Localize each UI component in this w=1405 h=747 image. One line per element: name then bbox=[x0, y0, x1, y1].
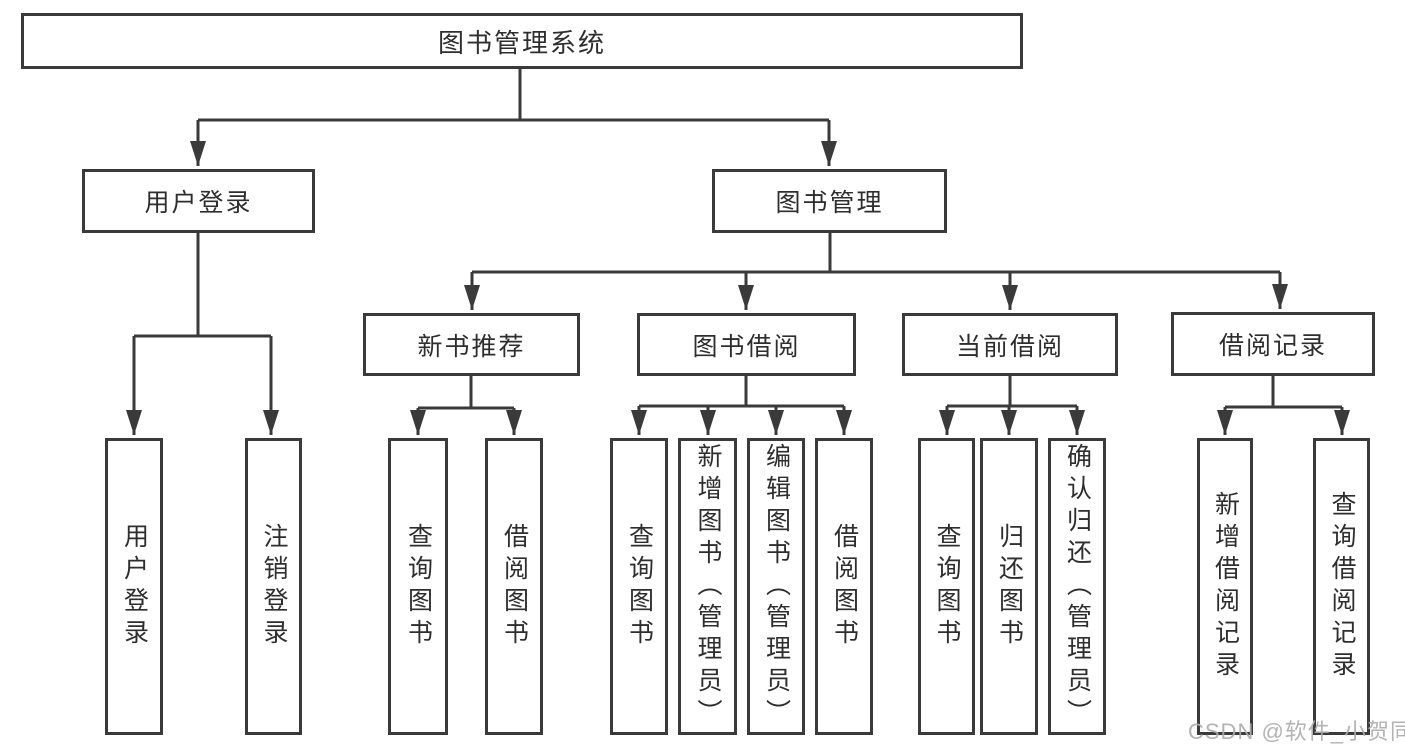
node-label: 图书管理系统 bbox=[437, 27, 606, 58]
node-label: 注销登录 bbox=[260, 522, 288, 651]
node-label: 借阅记录 bbox=[1218, 332, 1327, 360]
node-label: 归还图书 bbox=[995, 522, 1024, 651]
node-book-borrowing: 图书借阅 bbox=[637, 313, 856, 376]
node-current-borrowing: 当前借阅 bbox=[902, 313, 1118, 376]
leaf-borrow-book-borrowing: 借阅图书 bbox=[815, 438, 873, 735]
node-label: 用户登录 bbox=[144, 189, 253, 217]
leaf-query-borrow-record: 查询借阅记录 bbox=[1313, 438, 1370, 735]
node-book-management: 图书管理 bbox=[712, 169, 947, 233]
node-new-book-recommend: 新书推荐 bbox=[363, 313, 580, 376]
node-label: 确认归还（管理员） bbox=[1063, 442, 1092, 731]
node-library-management-system: 图书管理系统 bbox=[21, 13, 1023, 69]
leaf-query-book-recommend: 查询图书 bbox=[388, 438, 448, 735]
leaf-confirm-return-admin: 确认归还（管理员） bbox=[1048, 438, 1106, 735]
csdn-watermark: CSDN @软件_小贺同学 bbox=[1188, 719, 1405, 744]
node-borrowing-records: 借阅记录 bbox=[1171, 312, 1375, 376]
leaf-query-book-borrowing: 查询图书 bbox=[610, 438, 668, 735]
node-label: 借阅图书 bbox=[830, 522, 859, 651]
leaf-add-borrow-record: 新增借阅记录 bbox=[1197, 438, 1253, 735]
node-label: 查询图书 bbox=[933, 522, 961, 651]
leaf-query-book-current: 查询图书 bbox=[918, 438, 975, 735]
leaf-return-book: 归还图书 bbox=[980, 438, 1038, 735]
leaf-add-book-admin: 新增图书（管理员） bbox=[678, 438, 737, 735]
node-label: 用户登录 bbox=[120, 522, 149, 651]
node-label: 查询图书 bbox=[625, 522, 654, 651]
leaf-edit-book-admin: 编辑图书（管理员） bbox=[747, 438, 805, 735]
node-label: 查询借阅记录 bbox=[1328, 490, 1356, 683]
node-label: 新增图书（管理员） bbox=[694, 442, 722, 731]
node-label: 查询图书 bbox=[404, 522, 433, 651]
node-label: 图书借阅 bbox=[692, 332, 801, 361]
node-label: 编辑图书（管理员） bbox=[762, 442, 791, 731]
node-label: 新增借阅记录 bbox=[1211, 490, 1240, 683]
node-label: 图书管理 bbox=[775, 189, 884, 217]
node-user-login: 用户登录 bbox=[82, 169, 315, 233]
leaf-logout: 注销登录 bbox=[245, 438, 302, 735]
node-label: 新书推荐 bbox=[417, 332, 526, 361]
node-label: 借阅图书 bbox=[500, 522, 529, 651]
leaf-borrow-book-recommend: 借阅图书 bbox=[485, 438, 543, 735]
leaf-user-login: 用户登录 bbox=[105, 438, 163, 735]
node-label: 当前借阅 bbox=[955, 332, 1064, 361]
